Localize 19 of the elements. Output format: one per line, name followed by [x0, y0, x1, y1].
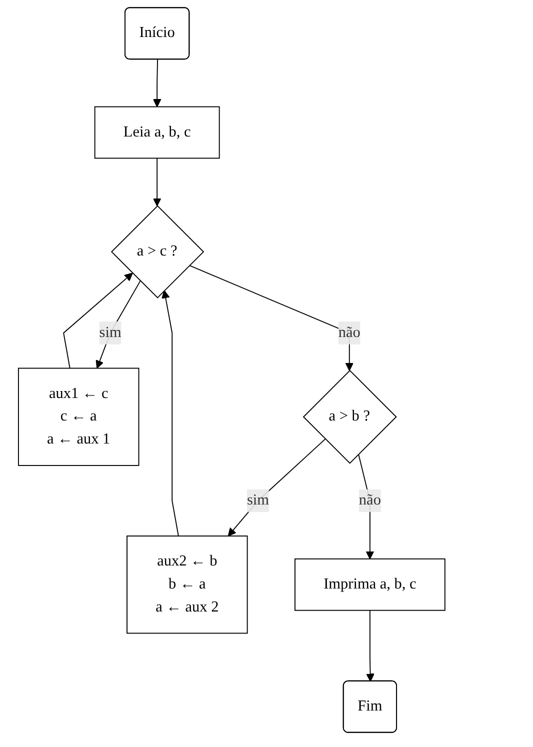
arrow	[358, 454, 374, 560]
edge-label: não	[358, 492, 381, 508]
edge-label: sim	[99, 324, 122, 341]
edge-label: não	[338, 324, 360, 341]
node-box: Imprima a, b, c	[294, 558, 446, 611]
node-box: aux1 ← c c ← a a ← aux 1	[18, 368, 140, 466]
arrow	[152, 59, 162, 108]
node-box: Leia a, b, c	[94, 106, 220, 159]
node-diamond: a > c ?	[110, 205, 204, 298]
arrow	[366, 610, 374, 682]
node-box: aux2 ← b b ← a a ← aux 2	[126, 536, 248, 634]
node-diamond: a > b ?	[302, 370, 397, 464]
arrow	[152, 158, 162, 206]
edge-label: sim	[246, 492, 270, 508]
arrow	[228, 438, 326, 536]
arrow	[162, 290, 179, 536]
arrow	[63, 272, 133, 369]
arrow	[188, 264, 354, 371]
arrow	[96, 280, 141, 369]
